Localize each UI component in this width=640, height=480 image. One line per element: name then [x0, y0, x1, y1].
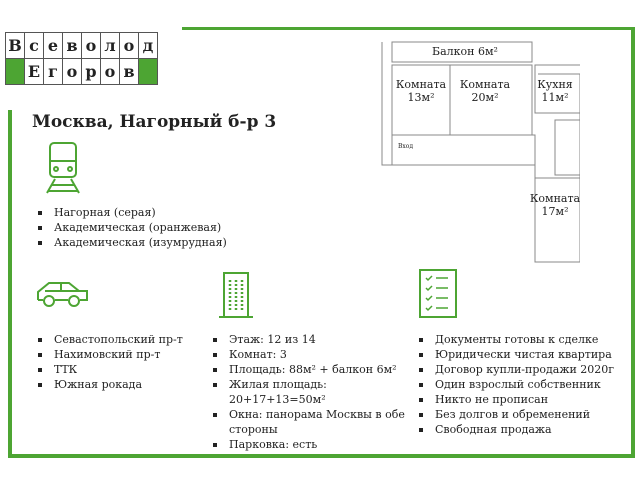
flat-detail: Этаж: 12 из 14: [213, 332, 406, 347]
legal-list: Документы готовы к сделке Юридически чис…: [413, 332, 614, 437]
logo-letter: с: [24, 32, 44, 59]
room-13-label: Комната 13м²: [395, 78, 447, 104]
legal-item: Документы готовы к сделке: [418, 332, 614, 347]
logo-letter: Е: [24, 58, 44, 85]
legal-item: Никто не прописан: [418, 392, 614, 407]
room-17-label: Комната 17м²: [529, 192, 581, 218]
legal-item: Свободная продажа: [418, 422, 614, 437]
balcony-label: Балкон 6м²: [432, 45, 498, 58]
logo-fill: [5, 58, 25, 85]
logo-letter: в: [119, 58, 139, 85]
legal-item: Договор купли-продажи 2020г: [418, 362, 614, 377]
legal-item: Юридически чистая квартира: [418, 347, 614, 362]
logo-letter: о: [62, 58, 82, 85]
road-item: Южная рокада: [38, 377, 183, 392]
logo-letter: д: [138, 32, 158, 59]
logo-letter: в: [62, 32, 82, 59]
address-title: Москва, Нагорный б-р 3: [32, 112, 277, 132]
frame-left: [8, 110, 12, 458]
logo-letter: о: [100, 58, 120, 85]
flat-details-list: Этаж: 12 из 14 Комнат: 3 Площадь: 88м² +…: [207, 332, 406, 452]
car-icon: [37, 282, 88, 307]
flat-detail: Площадь: 88м² + балкон 6м²: [213, 362, 406, 377]
legal-item: Один взрослый собственник: [418, 377, 614, 392]
roads-list: Севастопольский пр-т Нахимовский пр-т ТТ…: [32, 332, 183, 392]
kitchen-label: Кухня 11м²: [537, 78, 573, 104]
logo-letter: л: [100, 32, 120, 59]
floor-plan: Балкон 6м² Комната 13м² Комната 20м² Кух…: [380, 40, 580, 265]
logo-fill: [138, 58, 158, 85]
flat-detail: Окна: панорама Москвы в обе стороны: [213, 407, 406, 437]
road-item: Нахимовский пр-т: [38, 347, 183, 362]
metro-item: Академическая (оранжевая): [38, 220, 227, 235]
metro-item: Нагорная (серая): [38, 205, 227, 220]
logo-letter: о: [81, 32, 101, 59]
room-20-label: Комната 20м²: [459, 78, 511, 104]
frame-top: [182, 27, 635, 30]
entrance-label: Вход: [398, 143, 414, 150]
flat-detail: Парковка: есть: [213, 437, 406, 452]
metro-item: Академическая (изумрудная): [38, 235, 227, 250]
frame-right: [631, 27, 635, 458]
logo-letter: В: [5, 32, 25, 59]
legal-item: Без долгов и обременений: [418, 407, 614, 422]
logo-letter: е: [43, 32, 63, 59]
logo-letter: р: [81, 58, 101, 85]
frame-bottom: [8, 454, 635, 458]
metro-list: Нагорная (серая) Академическая (оранжева…: [32, 205, 227, 250]
checklist-icon: [419, 269, 457, 318]
road-item: Севастопольский пр-т: [38, 332, 183, 347]
building-icon: [219, 272, 253, 318]
flat-detail: Комнат: 3: [213, 347, 406, 362]
flat-detail: Жилая площадь: 20+17+13=50м²: [213, 377, 406, 407]
train-icon: [46, 142, 80, 194]
logo-letter: о: [119, 32, 139, 59]
logo-letter: г: [43, 58, 63, 85]
road-item: ТТК: [38, 362, 183, 377]
